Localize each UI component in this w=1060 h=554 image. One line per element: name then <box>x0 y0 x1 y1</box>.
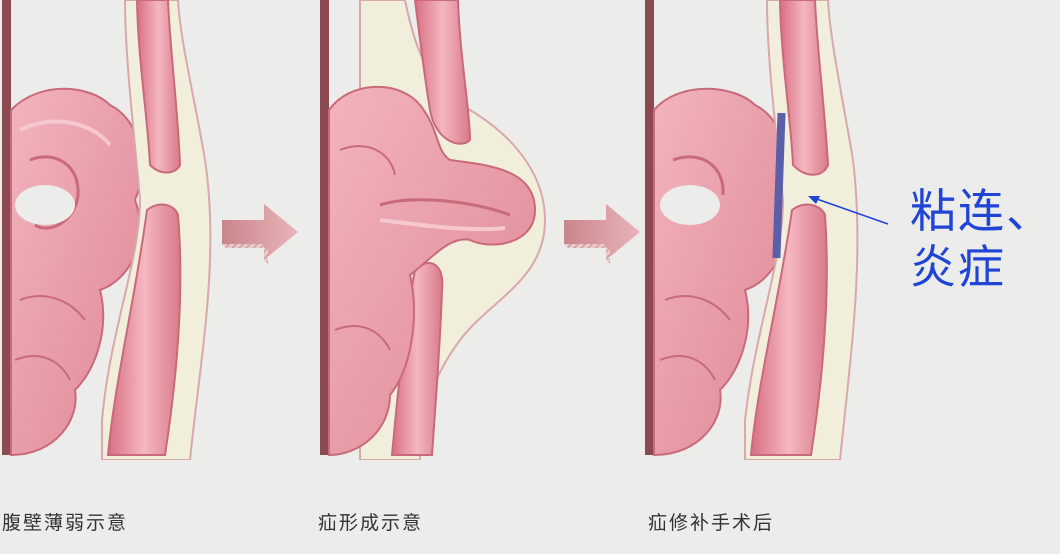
intestine-loops <box>328 85 537 457</box>
peritoneum-line <box>2 0 11 455</box>
abdominal-wall <box>744 0 859 460</box>
arrow-right-icon <box>222 204 298 264</box>
caption-after-repair: 疝修补手术后 <box>648 512 775 534</box>
panel-abdominal-wall-weakness <box>0 0 215 500</box>
illustration-wall-weakness <box>2 0 212 460</box>
caption-wall-weakness: 腹壁薄弱示意 <box>2 512 129 534</box>
panel-hernia-formation <box>320 0 560 500</box>
peritoneum-line <box>645 0 654 455</box>
illustration-hernia-formation <box>320 0 547 460</box>
abdominal-wall <box>101 0 212 460</box>
caption-hernia-formation: 疝形成示意 <box>318 512 424 534</box>
annotation-line-1: 粘连、 <box>910 184 1054 238</box>
illustration-after-repair <box>645 0 859 460</box>
panel-after-hernia-repair <box>645 0 895 500</box>
adhesion-inflammation-label: 粘连、 炎症 <box>910 183 1054 295</box>
intestine-loops <box>10 87 143 457</box>
peritoneum-line <box>320 0 329 455</box>
arrow-right-icon <box>564 204 640 264</box>
pointer-arrow <box>808 196 889 225</box>
repair-mesh <box>772 112 786 259</box>
annotation-line-2: 炎症 <box>910 240 1006 294</box>
